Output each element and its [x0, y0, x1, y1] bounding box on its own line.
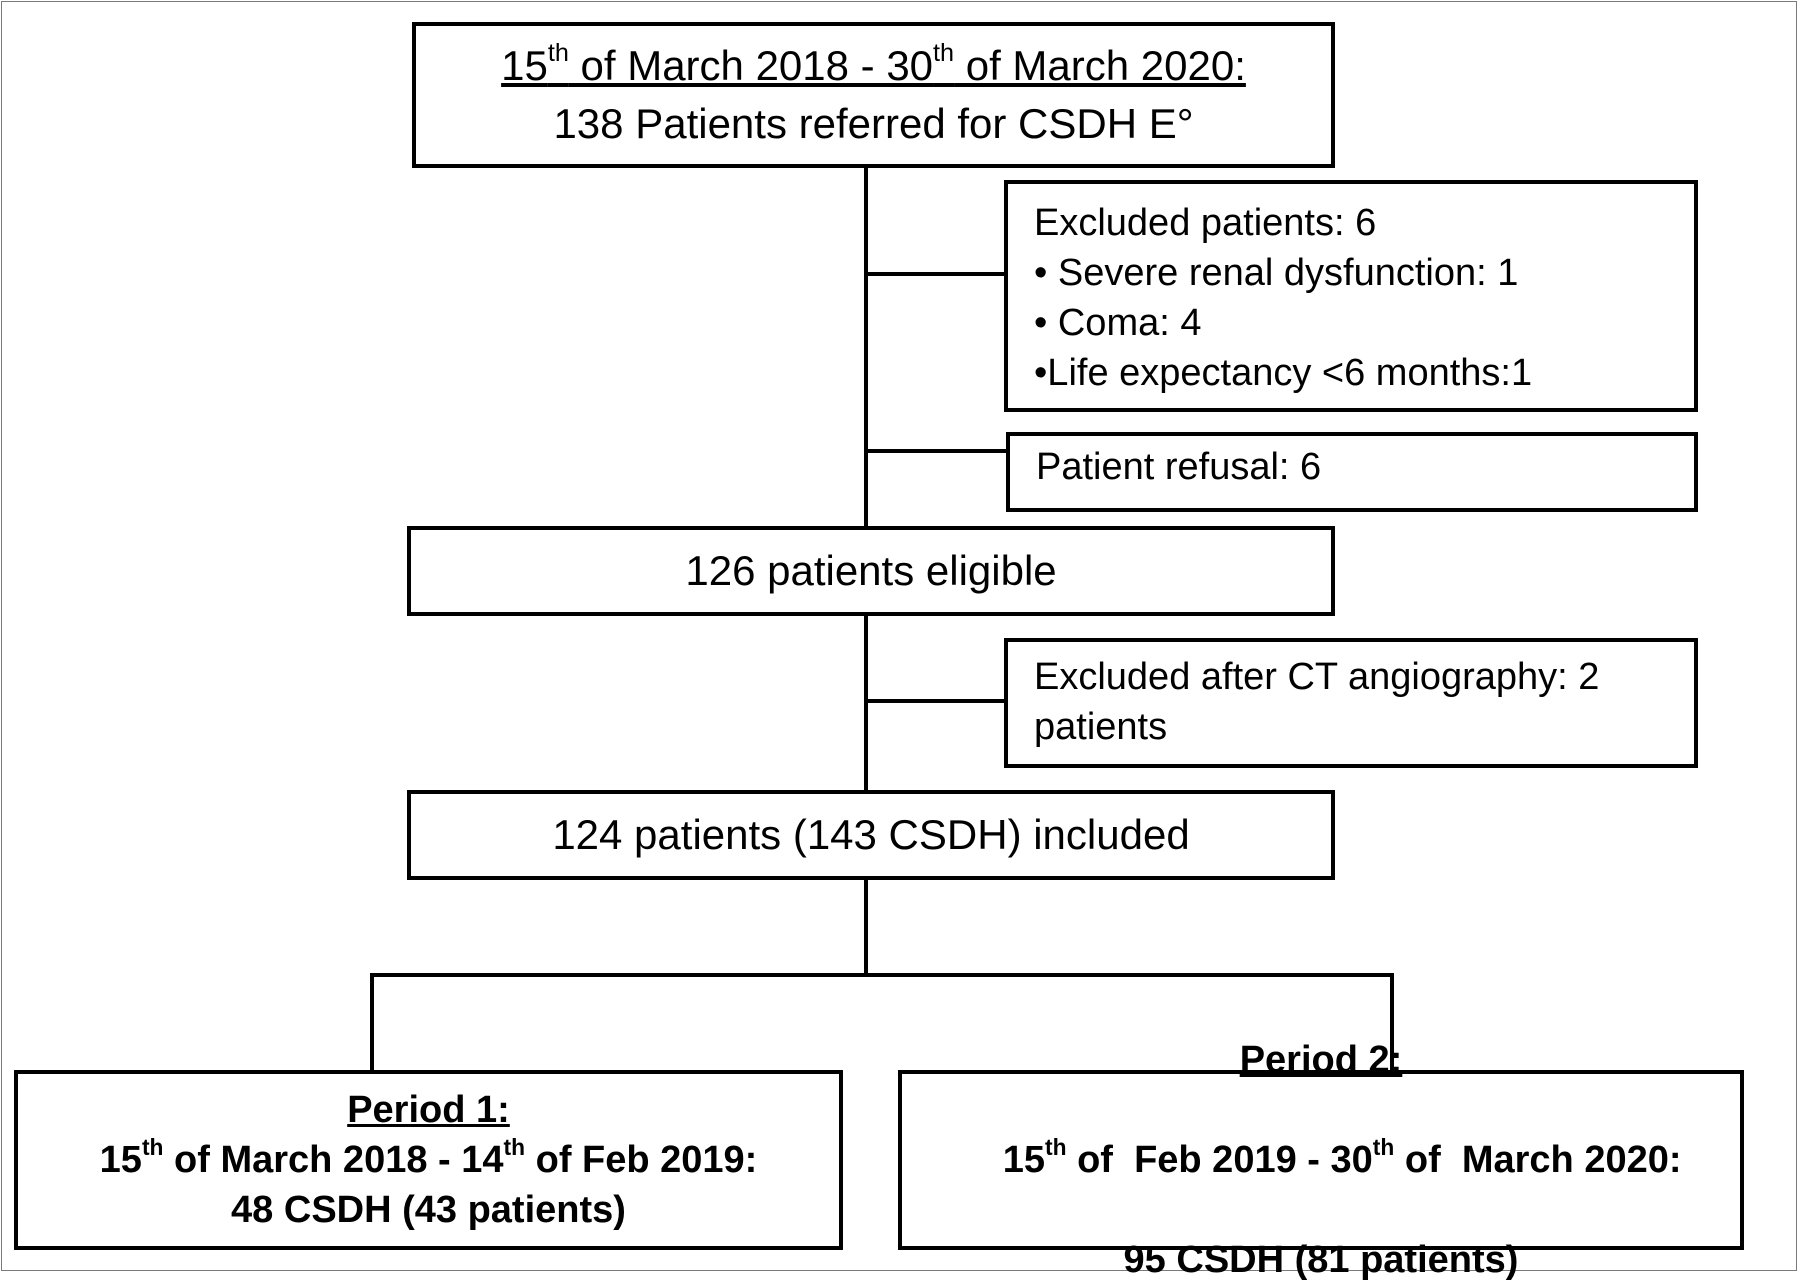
excluded-title: Excluded patients: 6: [1034, 202, 1377, 244]
dates-end: of March 2020:: [954, 42, 1246, 89]
exclusion-reason: • Severe renal dysfunction: 1: [1034, 252, 1519, 294]
start-ordinal: th: [547, 39, 569, 68]
period1-start-day: 15: [99, 1139, 142, 1181]
ct-exclusion-box: Excluded after CT angiography: 2 patient…: [1004, 638, 1698, 768]
period1-title: Period 1:: [347, 1089, 510, 1131]
exclusion-reason: •Life expectancy <6 months:1: [1034, 352, 1533, 394]
period2-start-day: 15: [1002, 1139, 1045, 1181]
eligible-box: 126 patients eligible: [407, 526, 1335, 616]
period2-start-ordinal: th: [1045, 1133, 1067, 1160]
patients-referred: 138 Patients referred for CSDH E°: [553, 100, 1194, 147]
start-day: 15: [501, 42, 548, 89]
exclusion-reason: • Coma: 4: [1034, 302, 1202, 344]
period1-end-ordinal: th: [503, 1133, 526, 1160]
period1-dates-end: of Feb 2019:: [525, 1139, 758, 1181]
eligible-text: 126 patients eligible: [685, 547, 1057, 594]
included-text: 124 patients (143 CSDH) included: [552, 811, 1190, 858]
included-box: 124 patients (143 CSDH) included: [407, 790, 1335, 880]
period2-box: Period 2: 15th of Feb 2019 - 30th of Mar…: [898, 1039, 1744, 1281]
excluded-patients-box: Excluded patients: 6 • Severe renal dysf…: [1004, 180, 1698, 412]
period2-title: Period 2:: [1239, 1039, 1403, 1081]
period2-end-ordinal: th: [1372, 1133, 1395, 1160]
period2-dates-end: of March 2020:: [1394, 1139, 1682, 1181]
period1-box: Period 1: 15th of March 2018 - 14th of F…: [14, 1070, 843, 1250]
period2-count: 95 CSDH (81 patients): [1123, 1239, 1519, 1281]
ct-exclusion-line1: Excluded after CT angiography: 2: [1034, 656, 1600, 698]
end-ordinal: th: [933, 39, 955, 68]
period1-dates-middle: of March 2018 - 14: [163, 1139, 504, 1181]
study-window-dates: 15th of March 2018 - 30th of March 2020:: [501, 37, 1246, 95]
period1-dates: 15th of March 2018 - 14th of Feb 2019:: [100, 1135, 758, 1185]
period2-dates: 15th of Feb 2019 - 30th of March 2020:: [960, 1085, 1682, 1235]
ct-exclusion-line2: patients: [1034, 706, 1168, 748]
dates-middle: of March 2018 - 30: [568, 42, 934, 89]
exclusion-reasons-list: • Severe renal dysfunction: 1 • Coma: 4 …: [1034, 248, 1668, 398]
period2-dates-middle: of Feb 2019 - 30: [1066, 1139, 1373, 1181]
patient-refusal-text: Patient refusal: 6: [1036, 446, 1322, 488]
period1-count: 48 CSDH (43 patients): [231, 1189, 626, 1231]
patient-refusal-box: Patient refusal: 6: [1006, 432, 1698, 512]
period1-start-ordinal: th: [141, 1133, 164, 1160]
study-window-box: 15th of March 2018 - 30th of March 2020:…: [412, 22, 1335, 168]
